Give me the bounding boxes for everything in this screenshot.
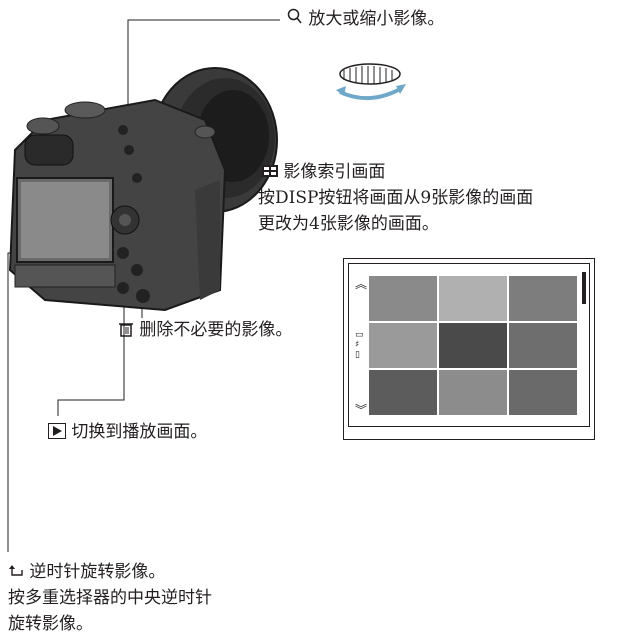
rotate-title: 逆时针旋转影像。 — [29, 562, 166, 582]
thumbnail — [439, 370, 507, 415]
thumbnail — [369, 323, 437, 368]
thumbnail — [509, 276, 577, 321]
index-desc-line1: 按DISP按钮将画面从9张影像的画面 — [258, 188, 534, 208]
index-title: 影像索引画面 — [283, 162, 386, 182]
thumbnail — [439, 276, 507, 321]
playback-annotation: 切换到播放画面。 — [48, 420, 207, 445]
thumbnail — [369, 276, 437, 321]
rotate-desc-line1: 按多重选择器的中央逆时针 — [8, 588, 212, 608]
scroll-down-icon: ︾ — [355, 403, 368, 417]
delete-text: 删除不必要的影像。 — [139, 320, 293, 340]
thumbnail — [509, 323, 577, 368]
delete-annotation: 删除不必要的影像。 — [118, 318, 292, 343]
control-dial-illustration — [336, 63, 406, 101]
zoom-text: 放大或缩小影像。 — [308, 9, 445, 29]
thumbnail — [439, 323, 507, 368]
playback-text: 切换到播放画面。 — [71, 422, 208, 442]
index-grid-icon — [262, 162, 283, 182]
mode-icons: ▭♯▯ — [355, 330, 364, 360]
index-annotation-title: 影像索引画面 — [262, 160, 385, 185]
camera-illustration — [8, 67, 278, 312]
rotate-desc-line2: 旋转影像。 — [8, 614, 93, 634]
index-screen-inner: ︽ ▭♯▯ ︾ — [348, 263, 590, 427]
magnifier-icon — [287, 8, 308, 29]
index-screen: ︽ ▭♯▯ ︾ — [343, 258, 595, 440]
thumbnail — [509, 370, 577, 415]
index-desc-line2: 更改为4张影像的画面。 — [258, 214, 439, 234]
zoom-annotation: 放大或缩小影像。 — [287, 7, 444, 32]
scrollbar — [582, 272, 586, 304]
play-button-icon — [48, 422, 71, 442]
rotate-annotation-title: 逆时针旋转影像。 — [8, 560, 165, 585]
thumbnail — [369, 370, 437, 415]
thumbnail-grid — [369, 276, 577, 415]
rotate-ccw-icon — [8, 562, 29, 582]
scroll-up-icon: ︽ — [355, 277, 368, 291]
trash-icon — [118, 320, 139, 340]
